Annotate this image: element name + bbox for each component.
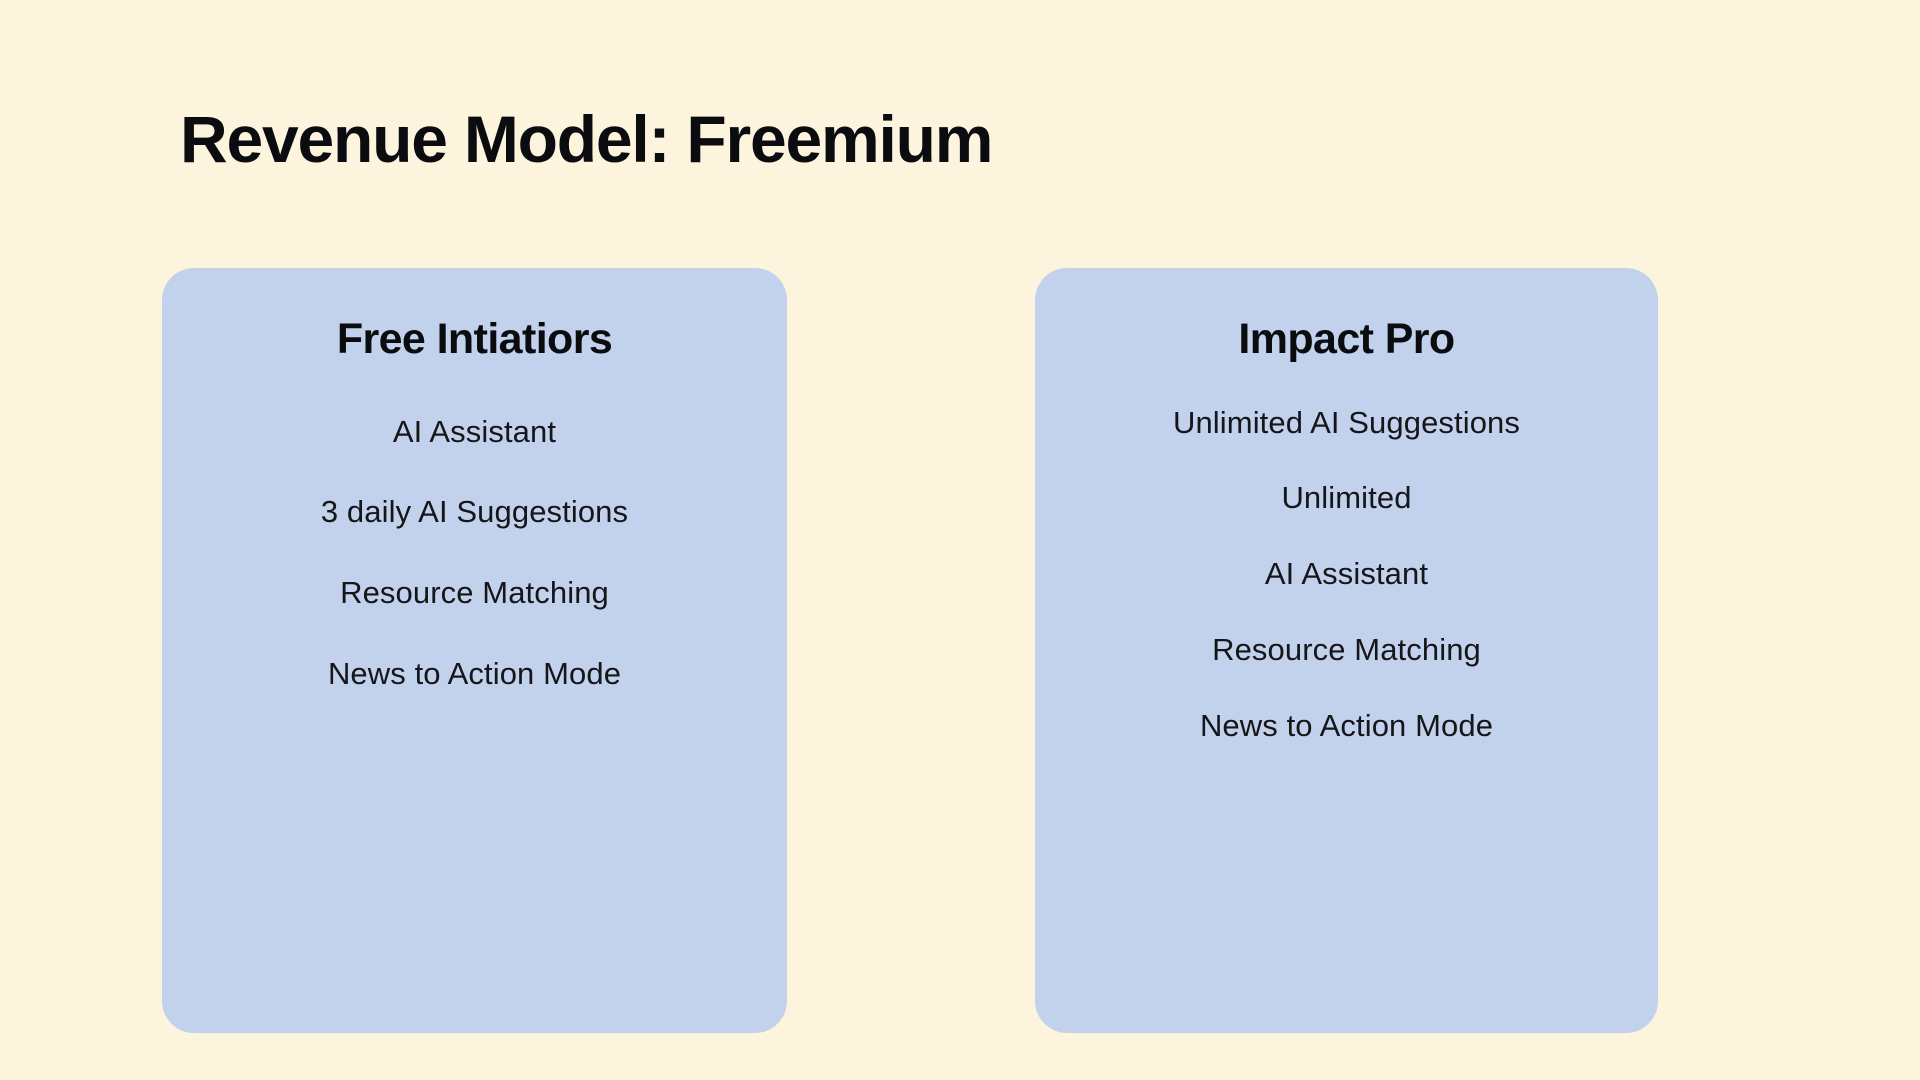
pricing-tier-cards: Free Intiatiors AI Assistant 3 daily AI …: [162, 268, 1658, 1033]
feature-item: News to Action Mode: [327, 655, 622, 691]
feature-item: Resource Matching: [1212, 631, 1481, 667]
feature-item: Unlimited AI Suggestions: [1172, 404, 1521, 440]
pricing-card-pro-title: Impact Pro: [1238, 315, 1455, 363]
pricing-card-free-feature-list: AI Assistant 3 daily AI Suggestions Reso…: [192, 376, 757, 694]
feature-item: 3 daily AI Suggestions: [320, 494, 629, 530]
feature-item: Unlimited: [1281, 480, 1412, 516]
pricing-card-pro: Impact Pro Unlimited AI Suggestions Unli…: [1035, 268, 1658, 1033]
feature-item: News to Action Mode: [1199, 707, 1494, 743]
pricing-card-free-title: Free Intiatiors: [336, 315, 613, 363]
feature-item: AI Assistant: [392, 413, 557, 449]
feature-item: Resource Matching: [340, 575, 609, 611]
page-title: Revenue Model: Freemium: [180, 102, 993, 177]
feature-item: AI Assistant: [1264, 556, 1429, 592]
pricing-card-pro-feature-list: Unlimited AI Suggestions Unlimited AI As…: [1065, 376, 1628, 746]
pricing-card-free: Free Intiatiors AI Assistant 3 daily AI …: [162, 268, 787, 1033]
